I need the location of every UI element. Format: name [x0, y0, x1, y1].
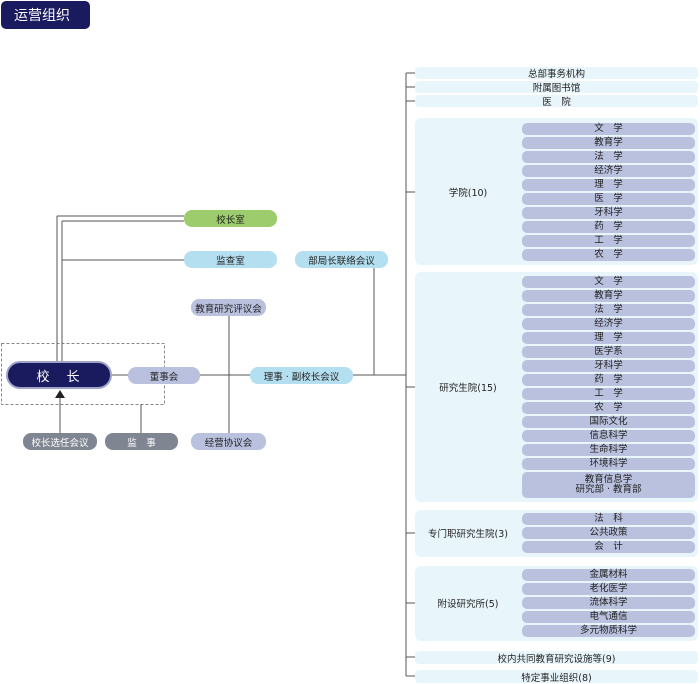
graduate-item: 生命科学 — [522, 444, 695, 456]
graduate-item: 法 学 — [522, 304, 695, 316]
page-title: 运营组织 — [1, 1, 90, 29]
institute-item: 金属材料 — [522, 569, 695, 581]
graduate-item: 教育学 — [522, 290, 695, 302]
graduate-item: 经济学 — [522, 318, 695, 330]
professional-item: 法 科 — [522, 513, 695, 525]
management-council-box: 经营协议会 — [191, 433, 266, 450]
graduate-item: 医学系 — [522, 346, 695, 358]
faculty-item: 经济学 — [522, 165, 695, 177]
faculty-item: 医 学 — [522, 193, 695, 205]
graduate-item-line: 教育信息学 — [584, 474, 633, 485]
faculty-item: 文 学 — [522, 123, 695, 135]
professional-item: 公共政策 — [522, 527, 695, 539]
institute-item: 流体科学 — [522, 597, 695, 609]
org-item: 校内共同教育研究设施等(9) — [415, 651, 698, 665]
graduate-item: 信息科学 — [522, 430, 695, 442]
dept-heads-meeting-box: 部局长联络会议 — [295, 251, 388, 268]
graduate-item: 药 学 — [522, 374, 695, 386]
org-item: 总部事务机构 — [415, 67, 698, 80]
graduate-item-education-informatics: 教育信息学 研究部 · 教育部 — [522, 472, 695, 498]
graduate-item: 国际文化 — [522, 416, 695, 428]
graduate-item: 农 学 — [522, 402, 695, 414]
org-item: 医 院 — [415, 95, 698, 108]
presidents-office-box: 校长室 — [184, 210, 277, 227]
graduate-label: 研究生院(15) — [439, 383, 497, 394]
institute-item: 多元物质科学 — [522, 625, 695, 637]
faculty-item: 法 学 — [522, 151, 695, 163]
graduate-item: 环境科学 — [522, 458, 695, 470]
institutes-label: 附设研究所(5) — [437, 599, 499, 610]
graduate-item: 牙科学 — [522, 360, 695, 372]
graduate-item: 工 学 — [522, 388, 695, 400]
faculty-item: 农 学 — [522, 249, 695, 261]
org-item: 附属图书馆 — [415, 81, 698, 94]
faculty-item: 教育学 — [522, 137, 695, 149]
auditor-box: 监 事 — [105, 433, 178, 450]
faculty-item: 理 学 — [522, 179, 695, 191]
president-box: 校 长 — [6, 361, 112, 389]
institute-item: 电气通信 — [522, 611, 695, 623]
graduate-item: 文 学 — [522, 276, 695, 288]
faculties-label: 学院(10) — [448, 188, 488, 199]
faculty-item: 药 学 — [522, 221, 695, 233]
faculty-item: 牙科学 — [522, 207, 695, 219]
board-box: 董事会 — [128, 367, 200, 384]
graduate-item: 理 学 — [522, 332, 695, 344]
graduate-item-line: 研究部 · 教育部 — [575, 484, 642, 495]
selection-meeting-box: 校长选任会议 — [23, 433, 97, 450]
professional-label: 专门职研究生院(3) — [428, 529, 508, 540]
professional-item: 会 计 — [522, 541, 695, 553]
directors-meeting-box: 理事 · 副校长会议 — [250, 367, 353, 384]
org-item: 特定事业组织(8) — [415, 670, 698, 684]
edu-research-council-box: 教育研究评议会 — [191, 299, 266, 316]
institute-item: 老化医学 — [522, 583, 695, 595]
inspection-office-box: 监查室 — [184, 251, 277, 268]
faculty-item: 工 学 — [522, 235, 695, 247]
